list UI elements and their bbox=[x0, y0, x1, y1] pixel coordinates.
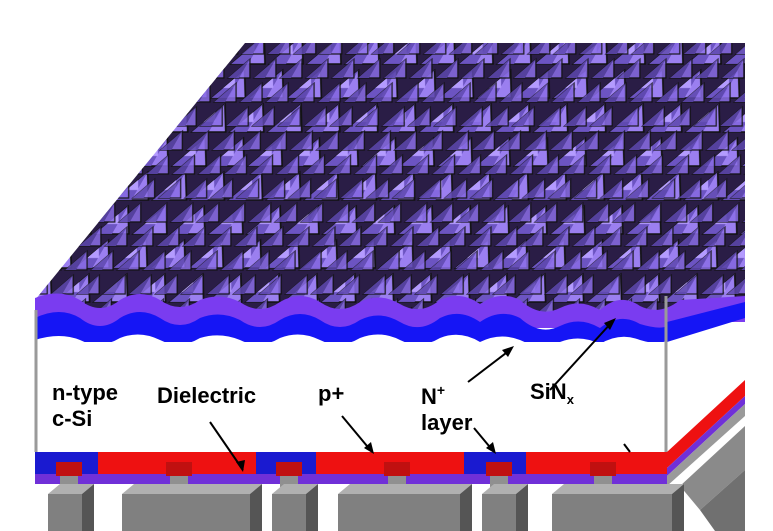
n-plus-label: N+ layer bbox=[421, 377, 472, 436]
n-plus-main: N bbox=[421, 384, 437, 409]
back-side-layers-3d bbox=[667, 380, 745, 531]
dielectric-layer bbox=[35, 474, 667, 484]
n-plus-layer-side bbox=[667, 302, 745, 342]
p-plus-label: p+ bbox=[318, 381, 345, 406]
n-plus-layer-wave bbox=[35, 312, 667, 342]
metal-contacts bbox=[48, 476, 684, 531]
n-plus-arrow-top bbox=[467, 349, 511, 383]
n-plus-superscript: + bbox=[436, 382, 446, 398]
side-arrow bbox=[623, 443, 631, 453]
n-plus-line2: layer bbox=[421, 410, 473, 435]
annotation-arrows bbox=[209, 318, 631, 472]
sinx-subscript: x bbox=[566, 392, 574, 407]
contact-pads bbox=[56, 462, 616, 476]
n-type-label: n-type c-Si bbox=[52, 380, 118, 432]
n-type-line1: n-type bbox=[52, 380, 118, 405]
dielectric-label: Dielectric bbox=[157, 383, 257, 408]
sinx-label: SiNx bbox=[530, 379, 574, 413]
sinx-main: SiN bbox=[530, 379, 567, 404]
n-type-line2: c-Si bbox=[52, 406, 93, 431]
sinx-arrow bbox=[549, 321, 613, 391]
pyramid-textured-surface bbox=[35, 43, 745, 320]
rear-emitter-row bbox=[35, 452, 667, 484]
n-type-wafer bbox=[35, 334, 667, 452]
